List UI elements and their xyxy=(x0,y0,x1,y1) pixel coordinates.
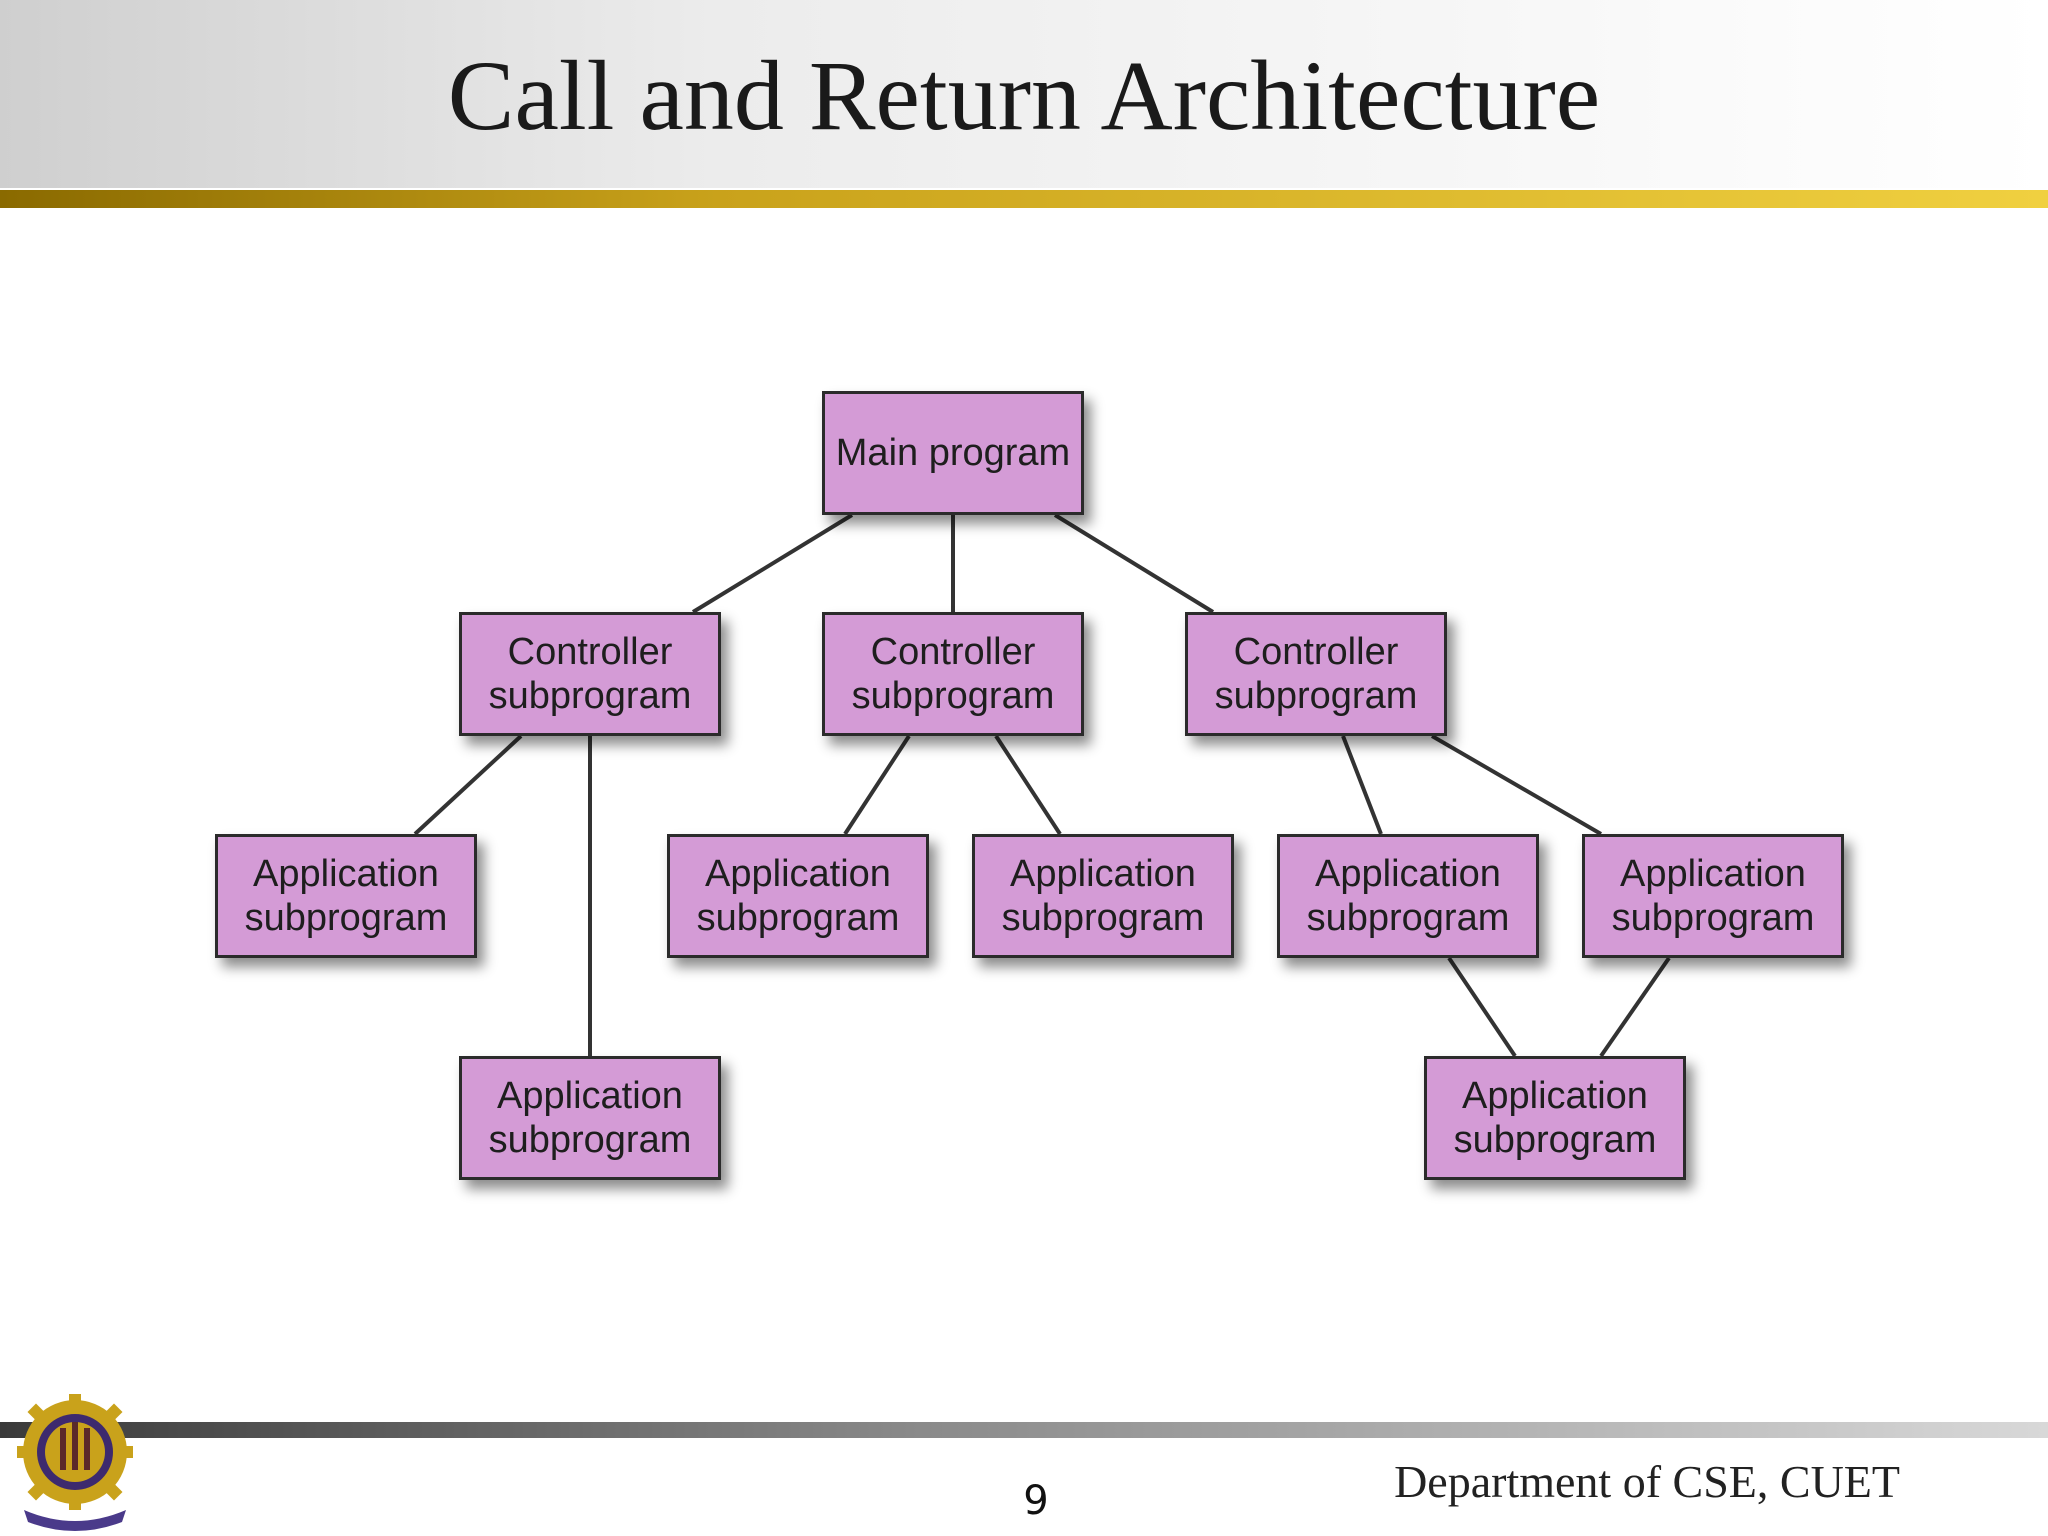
controller-subprogram-node-1: Controller subprogram xyxy=(459,612,721,736)
node-label: Main program xyxy=(835,432,1071,474)
slide-title: Call and Return Architecture xyxy=(447,40,1601,151)
node-label: Application subprogram xyxy=(1611,853,1815,939)
university-seal-icon xyxy=(17,1394,133,1531)
application-subprogram-node-6: Application subprogram xyxy=(459,1056,721,1180)
application-subprogram-node-1: Application subprogram xyxy=(215,834,477,958)
node-label: Application subprogram xyxy=(1001,853,1205,939)
footer-rule xyxy=(0,1422,2048,1438)
page-number: 9 xyxy=(1023,1478,1049,1524)
node-label: Application subprogram xyxy=(1453,1075,1657,1161)
node-label: Application subprogram xyxy=(1306,853,1510,939)
application-subprogram-node-5: Application subprogram xyxy=(1582,834,1844,958)
edge-ctrl3-app4 xyxy=(1341,735,1383,835)
edge-main-ctrl1 xyxy=(691,513,854,614)
application-subprogram-node-7: Application subprogram xyxy=(1424,1056,1686,1180)
edge-ctrl2-app3 xyxy=(994,734,1062,836)
footer-department: Department of CSE, CUET xyxy=(1394,1456,1900,1507)
edge-ctrl3-app5 xyxy=(1430,734,1603,836)
application-subprogram-node-3: Application subprogram xyxy=(972,834,1234,958)
edge-ctrl2-app2 xyxy=(843,734,911,836)
slide-header xyxy=(0,0,2048,188)
application-subprogram-node-4: Application subprogram xyxy=(1277,834,1539,958)
application-subprogram-node-2: Application subprogram xyxy=(667,834,929,958)
edge-app5-app7 xyxy=(1599,956,1671,1058)
main-program-node: Main program xyxy=(822,391,1084,515)
controller-subprogram-node-3: Controller subprogram xyxy=(1185,612,1447,736)
node-label: Controller subprogram xyxy=(1214,631,1418,717)
header-gold-rule xyxy=(0,190,2048,208)
node-label: Application subprogram xyxy=(696,853,900,939)
edge-main-ctrl3 xyxy=(1053,513,1215,614)
node-label: Controller subprogram xyxy=(488,631,692,717)
controller-subprogram-node-2: Controller subprogram xyxy=(822,612,1084,736)
node-label: Application subprogram xyxy=(488,1075,692,1161)
edge-ctrl1-app1 xyxy=(413,734,523,836)
node-label: Controller subprogram xyxy=(851,631,1055,717)
node-label: Application subprogram xyxy=(244,853,448,939)
edge-app4-app7 xyxy=(1447,956,1517,1058)
